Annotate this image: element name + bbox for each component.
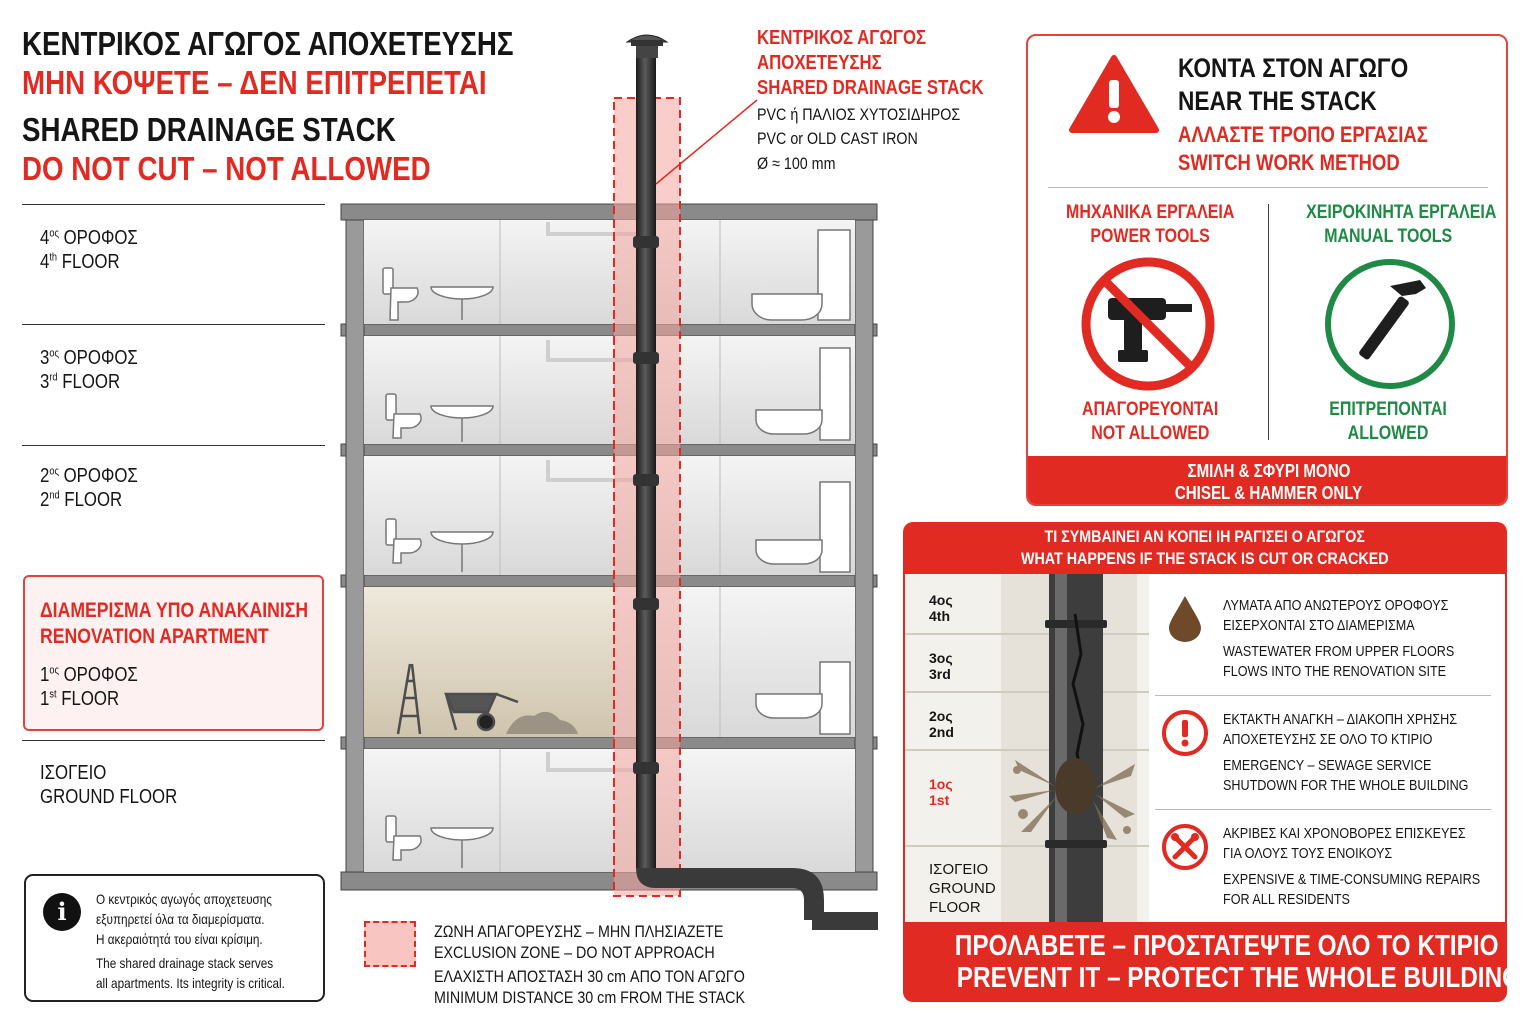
legend-zone-greek: ΖΩΝΗ ΑΠΑΓΟΡΕΥΣΗΣ – ΜΗΝ ΠΛΗΣΙΑΖΕΤΕ bbox=[434, 922, 724, 941]
building-shell bbox=[340, 203, 878, 891]
title-greek: ΚΕΝΤΡΙΚΟΣ ΑΓΩΓΟΣ ΑΠΟΧΕΤΕΥΣΗΣ bbox=[22, 25, 514, 62]
sink-icons bbox=[430, 286, 494, 868]
title-english: SHARED DRAINAGE STACK bbox=[22, 111, 396, 148]
sewage-spray bbox=[1009, 760, 1135, 840]
manual-tools-heading: ΧΕΙΡΟΚΙΝΗΤΑ ΕΡΓΑΛΕΙΑ MANUAL TOOLS bbox=[1306, 202, 1497, 247]
exclusion-zone-swatch bbox=[364, 921, 416, 967]
cracked-stack-illustration bbox=[905, 574, 1149, 922]
warning-triangle-icon bbox=[1069, 55, 1159, 133]
legend-distance-greek: ΕΛΑΧΙΣΤΗ ΑΠΟΣΤΑΣΗ 30 cm ΑΠΟ ΤΟΝ ΑΓΩΓΟ bbox=[434, 967, 745, 986]
floor-label-1: 1ος ΟΡΟΦΟΣ 1st FLOOR bbox=[40, 664, 138, 710]
toilet-icons bbox=[382, 267, 422, 861]
manual-tools-status: ΕΠΙΤΡΕΠΟΝΤΑΙ ALLOWED bbox=[1329, 399, 1447, 444]
chisel-hammer-banner: ΣΜΙΛΗ & ΣΦΥΡΙ ΜΟΝΟ CHISEL & HAMMER ONLY bbox=[1028, 456, 1506, 504]
near-stack-title-greek: ΚΟΝΤΑ ΣΤΟΝ ΑΓΩΓΟ bbox=[1178, 53, 1409, 83]
consequences-panel: ΤΙ ΣΥΜΒΑΙΝΕΙ ΑΝ ΚΟΠΕΙ ΙΗ ΡΑΓΙΣΕΙ Ο ΑΓΩΓΟ… bbox=[903, 522, 1507, 1002]
renovation-title-greek: ΔΙΑΜΕΡΙΣΜΑ ΥΠΟ ΑΝΑΚΑΙΝΙΣΗ bbox=[40, 599, 309, 622]
warning-greek: ΜΗΝ ΚΟΨΕΤΕ – ΔΕΝ ΕΠΙΤΡΕΠΕΤΑΙ bbox=[22, 64, 487, 101]
divider bbox=[1268, 204, 1269, 440]
drainage-stack bbox=[625, 34, 878, 930]
floor-label-4: 4ος ΟΡΟΦΟΣ 4th FLOOR bbox=[40, 227, 138, 273]
info-icon: i bbox=[43, 893, 81, 931]
divider bbox=[1048, 187, 1488, 188]
exclamation-icon bbox=[1162, 710, 1208, 756]
stack-callout: ΚΕΝΤΡΙΚΟΣ ΑΓΩΓΟΣ ΑΠΟΧΕΤΕΥΣΗΣ SHARED DRAI… bbox=[757, 27, 984, 173]
floor-label-3: 3ος ΟΡΟΦΟΣ 3rd FLOOR bbox=[40, 347, 138, 393]
prevent-banner: ΠΡΟΛΑΒΕΤΕ – ΠΡΟΣΤΑΤΕΨΤΕ ΟΛΟ ΤΟ ΚΤΙΡΙΟ PR… bbox=[954, 930, 1507, 994]
warning-english: DO NOT CUT – NOT ALLOWED bbox=[22, 150, 431, 187]
floor-divider bbox=[22, 740, 325, 741]
power-tools-status: ΑΠΑΓΟΡΕΥΟΝΤΑΙ NOT ALLOWED bbox=[1081, 399, 1219, 444]
info-note: i Ο κεντρικός αγωγός αποχετευσης εξυπηρε… bbox=[24, 874, 325, 1002]
floor-divider bbox=[22, 324, 325, 325]
divider bbox=[1155, 809, 1491, 810]
hammer-allowed-icon bbox=[1325, 259, 1455, 389]
legend-zone-english: EXCLUSION ZONE – DO NOT APPROACH bbox=[434, 943, 715, 962]
building-section bbox=[340, 34, 878, 930]
switch-method-greek: ΑΛΛΑΣΤΕ ΤΡΟΠΟ ΕΡΓΑΣΙΑΣ bbox=[1178, 122, 1428, 147]
consequences-heading: ΤΙ ΣΥΜΒΑΙΝΕΙ ΑΝ ΚΟΠΕΙ ΙΗ ΡΑΓΙΣΕΙ Ο ΑΓΩΓΟ… bbox=[1021, 527, 1389, 568]
floor-divider bbox=[22, 204, 325, 205]
renovation-equipment bbox=[396, 663, 519, 735]
header: ΚΕΝΤΡΙΚΟΣ ΑΓΩΓΟΣ ΑΠΟΧΕΤΕΥΣΗΣ ΜΗΝ ΚΟΨΕΤΕ … bbox=[22, 24, 607, 188]
legend-distance-english: MINIMUM DISTANCE 30 cm FROM THE STACK bbox=[434, 988, 746, 1007]
switch-method-english: SWITCH WORK METHOD bbox=[1178, 150, 1400, 175]
renovation-title-english: RENOVATION APARTMENT bbox=[40, 625, 269, 648]
divider bbox=[1155, 695, 1491, 696]
renovation-apartment-box: ΔΙΑΜΕΡΙΣΜΑ ΥΠΟ ΑΝΑΚΑΙΝΙΣΗ RENOVATION APA… bbox=[23, 575, 324, 731]
floor-divider bbox=[22, 445, 325, 446]
floor-label-ground: ΙΣΟΓΕΙΟ GROUND FLOOR bbox=[40, 762, 178, 808]
floor-label-2: 2ος ΟΡΟΦΟΣ 2nd FLOOR bbox=[40, 465, 138, 511]
stack-callout-pointer bbox=[655, 99, 758, 185]
tools-icon bbox=[1162, 824, 1208, 870]
near-stack-panel: ΚΟΝΤΑ ΣΤΟΝ ΑΓΩΓΟ NEAR THE STACK ΑΛΛΑΣΤΕ … bbox=[1026, 34, 1508, 506]
power-tools-heading: ΜΗΧΑΝΙΚΑ ΕΡΓΑΛΕΙΑ POWER TOOLS bbox=[1066, 202, 1235, 247]
drop-icon bbox=[1169, 596, 1201, 642]
no-drill-icon bbox=[1081, 257, 1215, 391]
rubble bbox=[506, 711, 578, 734]
near-stack-title-english: NEAR THE STACK bbox=[1178, 86, 1377, 116]
tub-toilet-icons bbox=[751, 229, 851, 735]
